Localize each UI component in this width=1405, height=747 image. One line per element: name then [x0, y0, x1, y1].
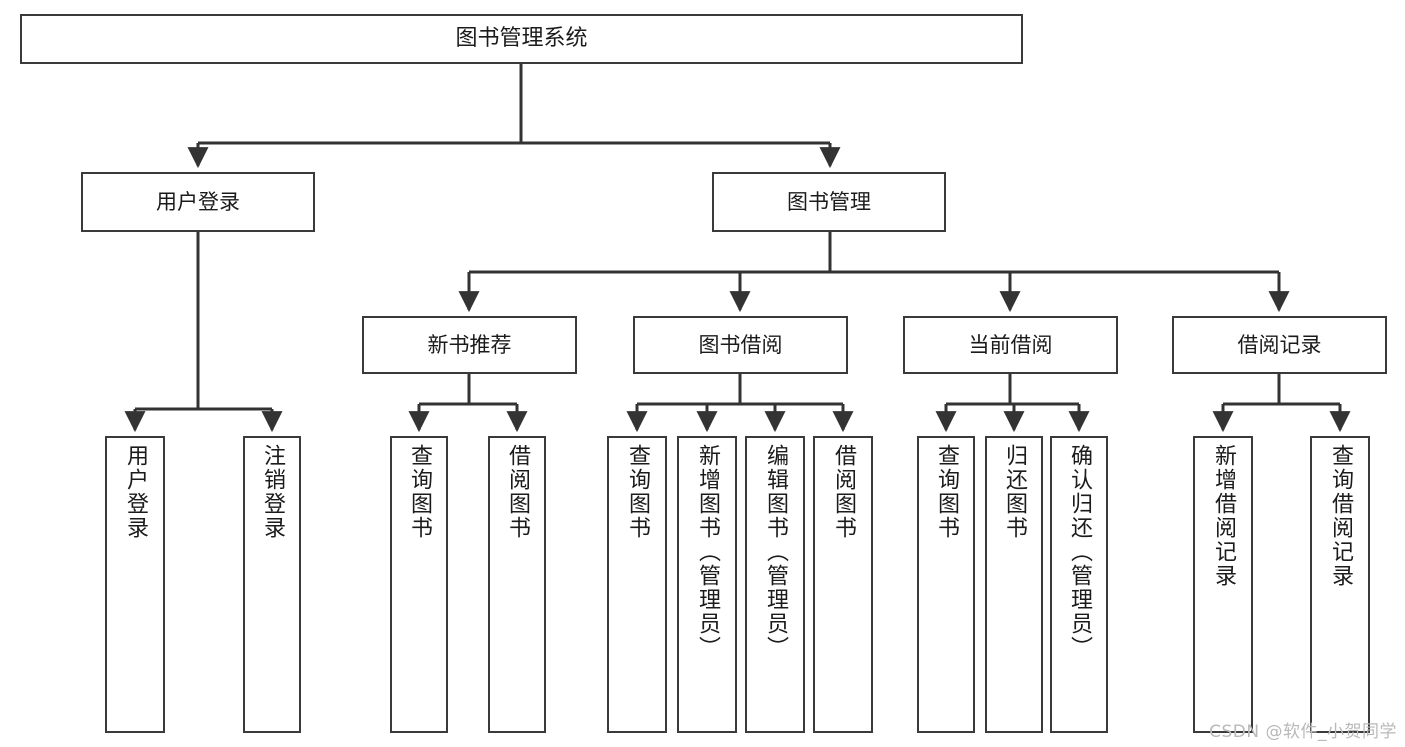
node-borrow-record[interactable]: 借阅记录	[1172, 316, 1387, 374]
node-new-book-rec[interactable]: 新书推荐	[362, 316, 577, 374]
node-leaf-edit-book-label: 编辑图书（管理员）	[763, 444, 788, 660]
csdn-watermark: CSDN @软件_小贺同学	[1209, 722, 1397, 742]
node-leaf-return-book-label: 归还图书	[1002, 444, 1027, 540]
node-leaf-logout[interactable]: 注销登录	[243, 436, 301, 733]
node-leaf-add-book[interactable]: 新增图书（管理员）	[677, 436, 737, 733]
node-leaf-query-book-2[interactable]: 查询图书	[607, 436, 667, 733]
node-user-login[interactable]: 用户登录	[81, 172, 315, 232]
node-leaf-add-book-label: 新增图书（管理员）	[695, 444, 720, 660]
node-book-manage[interactable]: 图书管理	[712, 172, 946, 232]
node-current-borrow[interactable]: 当前借阅	[903, 316, 1118, 374]
node-leaf-borrow-book-2-label: 借阅图书	[831, 444, 856, 540]
node-leaf-query-book-3[interactable]: 查询图书	[917, 436, 975, 733]
node-book-borrow-label: 图书借阅	[698, 332, 783, 357]
node-leaf-confirm-return[interactable]: 确认归还（管理员）	[1050, 436, 1108, 733]
node-leaf-borrow-book-2[interactable]: 借阅图书	[813, 436, 873, 733]
node-user-login-label: 用户登录	[156, 189, 240, 214]
node-book-borrow[interactable]: 图书借阅	[633, 316, 848, 374]
node-new-book-rec-label: 新书推荐	[427, 332, 512, 357]
node-borrow-record-label: 借阅记录	[1237, 332, 1322, 357]
node-leaf-edit-book[interactable]: 编辑图书（管理员）	[745, 436, 805, 733]
node-leaf-query-record-label: 查询借阅记录	[1328, 444, 1353, 588]
node-leaf-add-record-label: 新增借阅记录	[1211, 444, 1236, 588]
node-leaf-query-book-2-label: 查询图书	[625, 444, 650, 540]
node-leaf-query-book-3-label: 查询图书	[934, 444, 959, 540]
node-leaf-user-login[interactable]: 用户登录	[105, 436, 165, 733]
node-leaf-query-book-1-label: 查询图书	[407, 444, 432, 540]
node-leaf-return-book[interactable]: 归还图书	[985, 436, 1043, 733]
node-leaf-query-record[interactable]: 查询借阅记录	[1310, 436, 1370, 733]
node-leaf-query-book-1[interactable]: 查询图书	[390, 436, 448, 733]
node-leaf-user-login-label: 用户登录	[123, 444, 148, 540]
node-root[interactable]: 图书管理系统	[20, 14, 1023, 64]
node-leaf-borrow-book-1[interactable]: 借阅图书	[488, 436, 546, 733]
node-root-label: 图书管理系统	[455, 26, 588, 52]
node-book-manage-label: 图书管理	[787, 189, 871, 214]
node-leaf-borrow-book-1-label: 借阅图书	[505, 444, 530, 540]
node-leaf-logout-label: 注销登录	[260, 444, 285, 540]
node-leaf-add-record[interactable]: 新增借阅记录	[1193, 436, 1253, 733]
node-leaf-confirm-return-label: 确认归还（管理员）	[1067, 444, 1092, 660]
node-current-borrow-label: 当前借阅	[968, 332, 1053, 357]
